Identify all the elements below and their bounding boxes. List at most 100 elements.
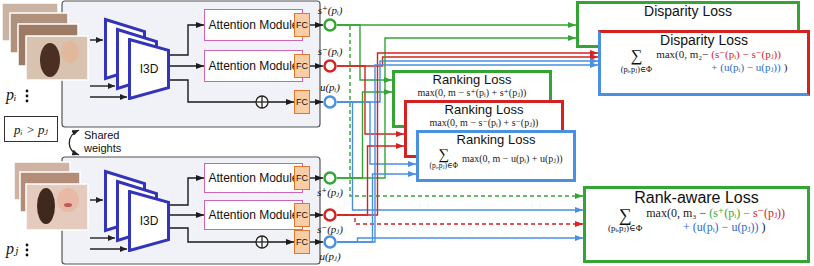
- connector: [170, 80, 294, 102]
- block-label: I3D: [140, 214, 159, 228]
- formula-part: ): [784, 61, 788, 73]
- connector: [337, 238, 583, 242]
- score-label: s⁻(pᵢ): [318, 45, 343, 57]
- connector: [337, 174, 416, 242]
- loss-box: Ranking Loss∑(pᵢ,pⱼ)∈Φmax(0, m − u(pᵢ) +…: [416, 130, 576, 182]
- attention-module: Attention Module: [204, 50, 303, 82]
- loss-box: Disparity Loss∑(pᵢ,pⱼ)∈Φmax(0, m₂−(s⁻(pᵢ…: [598, 30, 810, 96]
- score-output: s⁻(pⱼ): [323, 208, 337, 222]
- ellipsis-dot: [26, 100, 29, 103]
- connector: [170, 65, 204, 66]
- sum-operator: [256, 96, 268, 108]
- connector: [170, 228, 294, 242]
- pair-order-label: pᵢ > pⱼ: [14, 122, 48, 137]
- connector: [337, 215, 583, 224]
- attention-module: Attention Module: [204, 9, 303, 41]
- loss-title: Ranking Loss: [412, 103, 556, 117]
- connector: [170, 178, 204, 205]
- input-arrow: [90, 96, 127, 97]
- connector: [337, 53, 598, 215]
- i3d-block: I3D: [128, 38, 170, 100]
- ellipsis-dot: [26, 95, 29, 98]
- ellipsis-dot: [26, 244, 29, 247]
- loss-title: Disparity Loss: [584, 4, 792, 19]
- ellipsis-dot: [26, 254, 29, 257]
- output-circle: [323, 59, 337, 73]
- connector: [337, 25, 583, 196]
- loss-box: Rank-aware Loss∑(pᵢ,pⱼ)∈Φmax(0,m₃ −(s⁺(p…: [583, 186, 810, 263]
- output-circle: [323, 235, 337, 249]
- connector: [337, 61, 598, 102]
- output-circle: [325, 97, 336, 108]
- hand: [61, 41, 79, 63]
- connector: [310, 241, 323, 242]
- score-output: s⁺(pⱼ): [323, 171, 337, 185]
- pair-order-box: pᵢ > pⱼ: [4, 116, 58, 142]
- output-circle: [325, 61, 336, 72]
- connector: [337, 146, 404, 215]
- formula-part: (s⁺(pᵢ) −: [709, 206, 750, 220]
- loss-title: Ranking Loss: [400, 73, 544, 87]
- formula-part: + (u(pᵢ) − u(pⱼ)): [683, 220, 759, 234]
- formula-part: (pᵢ,pⱼ)∈Φ: [608, 224, 642, 234]
- video-frame: [26, 184, 88, 230]
- fc-layer: FC: [294, 166, 310, 190]
- connector: [310, 214, 323, 215]
- formula-part: s⁻(pⱼ)): [753, 206, 785, 220]
- connector: [337, 24, 576, 25]
- score-output: u(pⱼ): [323, 235, 337, 249]
- connector: [310, 24, 323, 25]
- face: [57, 188, 79, 212]
- formula-part: ∑: [631, 48, 643, 65]
- module-label: Attention Module: [208, 209, 298, 222]
- layer-label: FC: [296, 237, 308, 247]
- score-label: s⁻(pⱼ): [317, 223, 343, 235]
- output-circle: [323, 95, 337, 109]
- formula-part: ∑: [619, 206, 632, 224]
- sum-operator: [256, 236, 268, 248]
- score-output: s⁻(pᵢ): [323, 59, 337, 73]
- score-label: s⁺(pᵢ): [318, 4, 343, 16]
- sum-operator: [256, 236, 268, 248]
- sum-operator: [261, 236, 262, 248]
- fc-layer: FC: [294, 90, 310, 114]
- input-arrow: [90, 39, 103, 40]
- score-label: s⁺(pⱼ): [317, 186, 343, 198]
- layer-label: FC: [296, 173, 308, 183]
- formula-part: (pᵢ,pⱼ)∈Φ: [621, 65, 652, 74]
- input-arrow: [90, 237, 115, 238]
- score-label: u(pᵢ): [320, 81, 340, 93]
- output-circle: [325, 20, 336, 31]
- connector: [337, 65, 598, 242]
- connector: [170, 25, 204, 55]
- output-circle: [323, 208, 337, 222]
- hair-braid: [40, 43, 60, 77]
- formula-part: (pᵢ,pⱼ)∈Φ: [429, 162, 458, 170]
- formula-part: max(0, m − s⁻(pᵢ) + s⁻(pⱼ)): [430, 117, 539, 128]
- formula-part: ∑: [438, 147, 449, 162]
- i3d-outline: [130, 192, 169, 251]
- branch-panel: [62, 157, 320, 264]
- sum-operator: [261, 96, 262, 108]
- output-circle: [323, 18, 337, 32]
- ellipsis-dot: [26, 90, 29, 93]
- formula-part: max(0, m − s⁺(pᵢ) + s⁺(pⱼ)): [418, 87, 527, 98]
- input-arrow: [90, 248, 127, 249]
- output-circle: [325, 173, 336, 184]
- branch-panel: [62, 1, 320, 127]
- formula-part: max(0,: [646, 206, 680, 220]
- hair-braid: [37, 188, 55, 224]
- i3d-outline: [130, 40, 169, 99]
- module-label: Attention Module: [208, 19, 298, 32]
- mouth: [64, 203, 72, 207]
- loss-title: Disparity Loss: [606, 33, 802, 48]
- layer-label: FC: [296, 97, 308, 107]
- score-output: s⁺(pᵢ): [323, 18, 337, 32]
- connector: [337, 92, 392, 178]
- attention-module: Attention Module: [204, 200, 303, 230]
- attention-module: Attention Module: [204, 163, 303, 193]
- video-frame: [26, 36, 88, 80]
- layer-label: FC: [296, 61, 308, 71]
- formula-part: + (u(pᵢ) − u(pⱼ)): [711, 61, 780, 73]
- output-circle: [325, 210, 336, 221]
